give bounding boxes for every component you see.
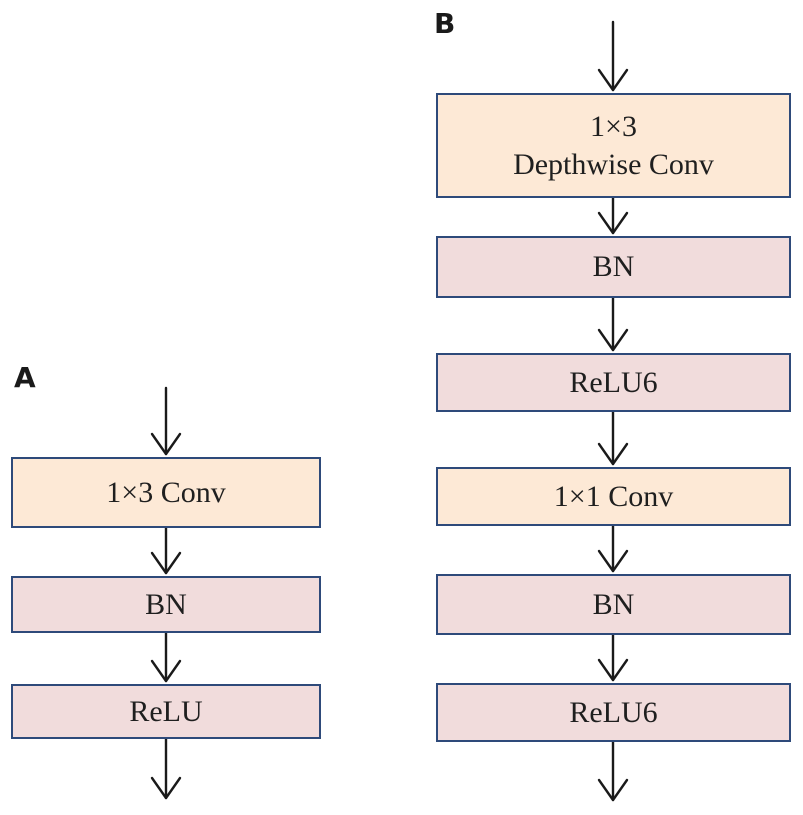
panel-a-label: A bbox=[14, 361, 36, 394]
depthwise-conv-kernel-label: 1×3 bbox=[590, 110, 637, 143]
panel-b-pointwise-conv-block: 1×1 Conv bbox=[436, 467, 791, 526]
arrow-a-conv-to-bn bbox=[150, 526, 182, 575]
arrow-a-bn-to-relu bbox=[150, 631, 182, 683]
arrow-b-dwconv-to-bn bbox=[597, 196, 629, 235]
panel-a-relu-block: ReLU bbox=[11, 684, 321, 739]
panel-b-relu6-block-2: ReLU6 bbox=[436, 683, 791, 742]
panel-a-conv-block: 1×3 Conv bbox=[11, 457, 321, 528]
panel-b-depthwise-conv-block: 1×3 Depthwise Conv bbox=[436, 93, 791, 198]
arrow-b-relu6-to-conv bbox=[597, 410, 629, 466]
arrow-a-output bbox=[150, 737, 182, 800]
arrow-b-bn-to-relu6-2 bbox=[597, 633, 629, 682]
panel-b-bn-block-2: BN bbox=[436, 574, 791, 635]
arrow-b-output bbox=[597, 740, 629, 802]
panel-b-relu6-block-1: ReLU6 bbox=[436, 353, 791, 412]
panel-b-label: B bbox=[434, 7, 456, 40]
depthwise-conv-name-label: Depthwise Conv bbox=[513, 147, 714, 181]
arrow-b-input bbox=[597, 20, 629, 92]
panel-a-bn-block: BN bbox=[11, 576, 321, 633]
arrow-b-bn-to-relu6 bbox=[597, 296, 629, 352]
panel-b-bn-block-1: BN bbox=[436, 236, 791, 298]
arrow-b-conv-to-bn bbox=[597, 524, 629, 573]
arrow-a-input bbox=[150, 386, 182, 456]
